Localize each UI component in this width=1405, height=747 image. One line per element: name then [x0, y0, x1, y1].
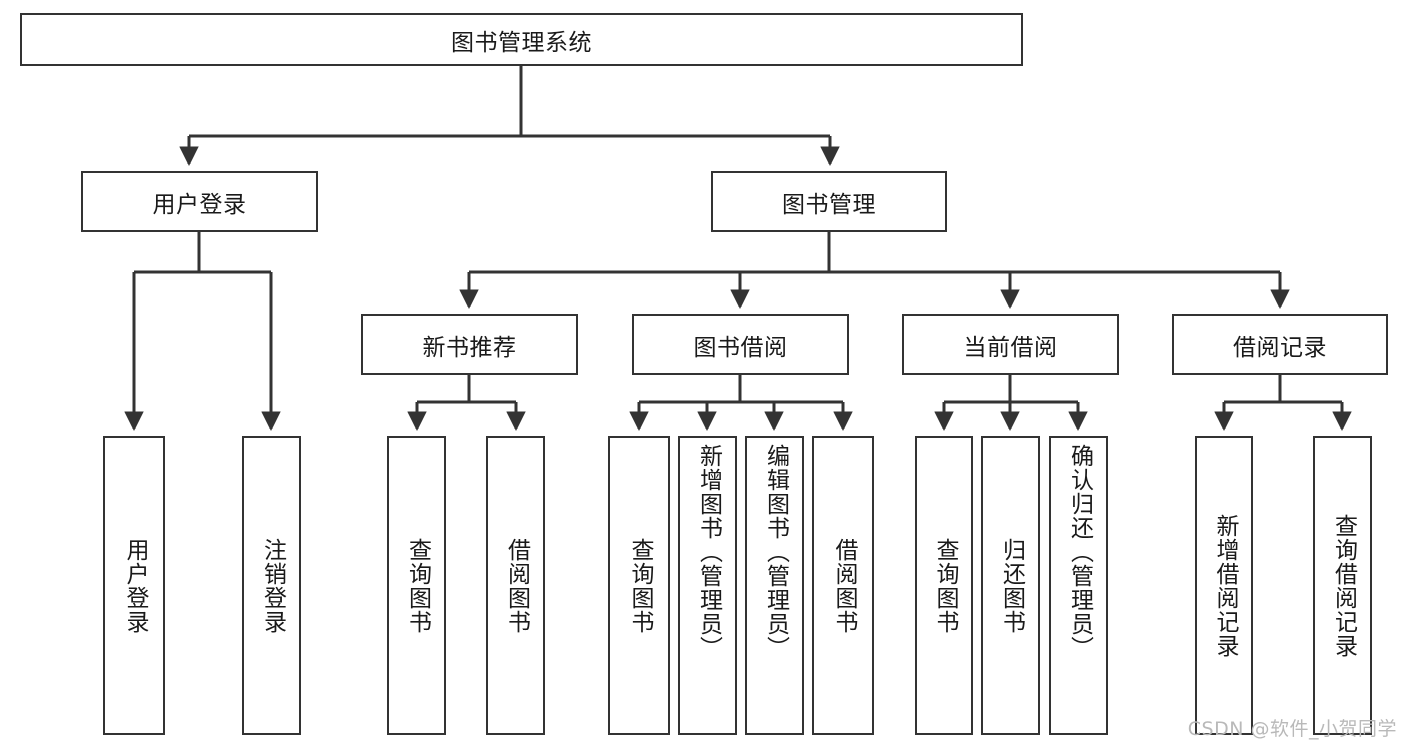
node-book-management-label: 图书管理	[782, 191, 876, 218]
node-leaf-logout[interactable]: 注销登录	[242, 436, 301, 735]
node-current-borrow-label: 当前借阅	[963, 334, 1058, 361]
node-leaf-borrow-book-recommend-label: 借阅图书	[503, 537, 530, 634]
node-leaf-query-borrow-record-label: 查询借阅记录	[1330, 513, 1357, 658]
node-current-borrow[interactable]: 当前借阅	[902, 314, 1119, 375]
node-leaf-borrow-book-label: 借阅图书	[830, 537, 857, 634]
node-leaf-query-book-recommend-label: 查询图书	[404, 537, 431, 634]
node-book-borrow[interactable]: 图书借阅	[632, 314, 849, 375]
node-leaf-user-login[interactable]: 用户登录	[103, 436, 165, 735]
node-leaf-logout-label: 注销登录	[259, 537, 286, 634]
node-root[interactable]: 图书管理系统	[20, 13, 1023, 66]
node-root-label: 图书管理系统	[451, 29, 592, 56]
node-leaf-confirm-return-admin[interactable]: 确认归还（管理员）	[1049, 436, 1108, 735]
node-leaf-add-borrow-record-label: 新增借阅记录	[1211, 513, 1238, 658]
node-leaf-add-book-admin[interactable]: 新增图书（管理员）	[678, 436, 737, 735]
node-leaf-query-borrow-record[interactable]: 查询借阅记录	[1313, 436, 1372, 735]
node-leaf-edit-book-admin[interactable]: 编辑图书（管理员）	[745, 436, 804, 735]
node-borrow-records-label: 借阅记录	[1233, 334, 1327, 361]
node-leaf-add-book-admin-label: 新增图书（管理员）	[695, 444, 722, 660]
node-leaf-query-book-current-label: 查询图书	[931, 537, 958, 634]
node-leaf-edit-book-admin-label: 编辑图书（管理员）	[762, 444, 789, 660]
node-user-login-label: 用户登录	[152, 191, 247, 218]
node-new-book-recommend[interactable]: 新书推荐	[361, 314, 578, 375]
node-leaf-return-book-label: 归还图书	[998, 537, 1025, 634]
node-leaf-query-book-current[interactable]: 查询图书	[915, 436, 973, 735]
node-book-management[interactable]: 图书管理	[711, 171, 947, 232]
node-book-borrow-label: 图书借阅	[693, 334, 788, 361]
node-leaf-return-book[interactable]: 归还图书	[981, 436, 1040, 735]
node-borrow-records[interactable]: 借阅记录	[1172, 314, 1388, 375]
watermark-text: CSDN @软件_小贺同学	[1187, 718, 1397, 740]
node-leaf-query-book-recommend[interactable]: 查询图书	[387, 436, 446, 735]
node-leaf-confirm-return-admin-label: 确认归还（管理员）	[1066, 444, 1093, 660]
node-new-book-recommend-label: 新书推荐	[422, 334, 517, 361]
node-leaf-borrow-book[interactable]: 借阅图书	[812, 436, 874, 735]
node-leaf-query-book-borrow-label: 查询图书	[626, 537, 653, 634]
node-leaf-query-book-borrow[interactable]: 查询图书	[608, 436, 670, 735]
node-leaf-borrow-book-recommend[interactable]: 借阅图书	[486, 436, 545, 735]
node-user-login[interactable]: 用户登录	[81, 171, 318, 232]
node-leaf-add-borrow-record[interactable]: 新增借阅记录	[1195, 436, 1253, 735]
node-leaf-user-login-label: 用户登录	[121, 537, 148, 634]
